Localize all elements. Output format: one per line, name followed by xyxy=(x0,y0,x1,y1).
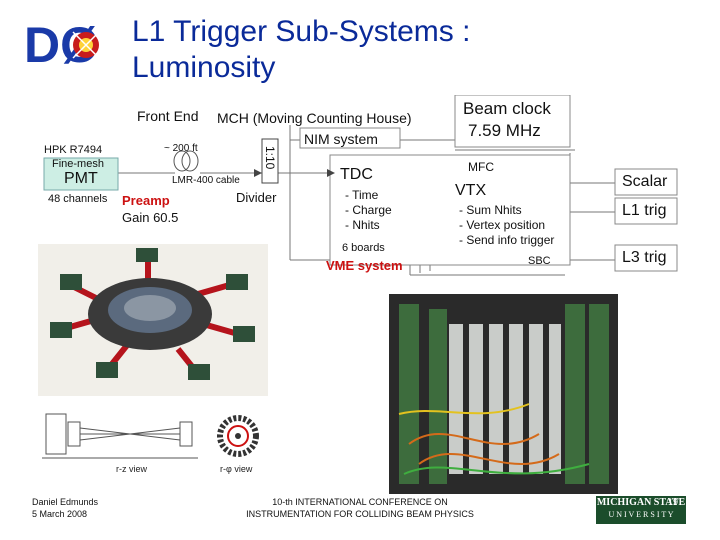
tdc-item-nhits: - Nhits xyxy=(345,218,380,232)
page-number: 19 xyxy=(668,497,679,507)
footer-author-block: Daniel Edmunds 5 March 2008 xyxy=(32,496,98,520)
trigger-block-diagram xyxy=(43,95,678,276)
pmt-mesh-label: Fine-mesh xyxy=(52,158,104,170)
vtx-item-send: - Send info trigger xyxy=(459,233,555,247)
beam-clock-freq: 7.59 MHz xyxy=(468,121,541,140)
title-line-2: Luminosity xyxy=(132,51,276,84)
vtx-item-sum: - Sum Nhits xyxy=(459,203,522,217)
slide-title: L1 Trigger Sub-Systems : Luminosity xyxy=(132,14,692,86)
detector-photo-drawing xyxy=(38,244,268,396)
msu-logo: MICHIGAN STATE U N I V E R S I T Y xyxy=(596,496,686,524)
electronics-photo xyxy=(389,294,618,494)
sbc-label: SBC xyxy=(528,255,551,267)
footer-date: 5 March 2008 xyxy=(32,509,88,519)
tdc-label: TDC xyxy=(340,166,373,183)
msu-logo-line-2: U N I V E R S I T Y xyxy=(608,510,674,519)
mch-label: MCH (Moving Counting House) xyxy=(217,110,412,126)
nim-system-label: NIM system xyxy=(304,131,378,147)
footer-conference: 10-th INTERNATIONAL CONFERENCE ON INSTRU… xyxy=(220,496,500,520)
l3-trig-label: L3 trig xyxy=(622,249,667,266)
divider-label: Divider xyxy=(236,190,277,205)
l1-trig-label: L1 trig xyxy=(622,202,667,219)
front-end-label: Front End xyxy=(137,108,199,124)
channels-label: 48 channels xyxy=(48,193,108,205)
distance-label: ~ 200 ft xyxy=(164,143,198,154)
tdc-item-charge: - Charge xyxy=(345,203,392,217)
vtx-item-vertex: - Vertex position xyxy=(459,218,546,232)
msu-logo-line-1: MICHIGAN STATE xyxy=(596,497,686,508)
mfc-label: MFC xyxy=(468,160,494,174)
scalar-label: Scalar xyxy=(622,173,668,190)
cable-label: LMR-400 cable xyxy=(172,175,240,186)
preamp-gain: Gain 60.5 xyxy=(122,210,179,225)
footer-author: Daniel Edmunds xyxy=(32,497,99,507)
footer-conference-line-1: 10-th INTERNATIONAL CONFERENCE ON xyxy=(272,497,448,507)
title-line-1: L1 Trigger Sub-Systems : xyxy=(132,15,471,48)
beam-clock-label: Beam clock xyxy=(463,99,551,118)
rphi-view-label: r-φ view xyxy=(220,464,253,474)
ratio-label: 1:10 xyxy=(263,146,277,170)
vme-system-label: VME system xyxy=(326,258,403,273)
rz-view-label: r-z view xyxy=(116,464,147,474)
detector-schematic: r-z view r-φ view xyxy=(38,400,268,480)
footer-conference-line-2: INSTRUMENTATION FOR COLLIDING BEAM PHYSI… xyxy=(246,509,474,519)
tdc-item-time: - Time xyxy=(345,188,379,202)
electronics-photo-drawing xyxy=(389,294,618,494)
preamp-label: Preamp xyxy=(122,193,170,208)
d0-logo: DØ xyxy=(18,14,118,72)
detector-photo xyxy=(38,244,268,396)
pmt-label: PMT xyxy=(64,170,98,187)
vtx-label: VTX xyxy=(455,182,487,199)
boards-label: 6 boards xyxy=(342,242,385,254)
hpk-label: HPK R7494 xyxy=(44,144,103,156)
